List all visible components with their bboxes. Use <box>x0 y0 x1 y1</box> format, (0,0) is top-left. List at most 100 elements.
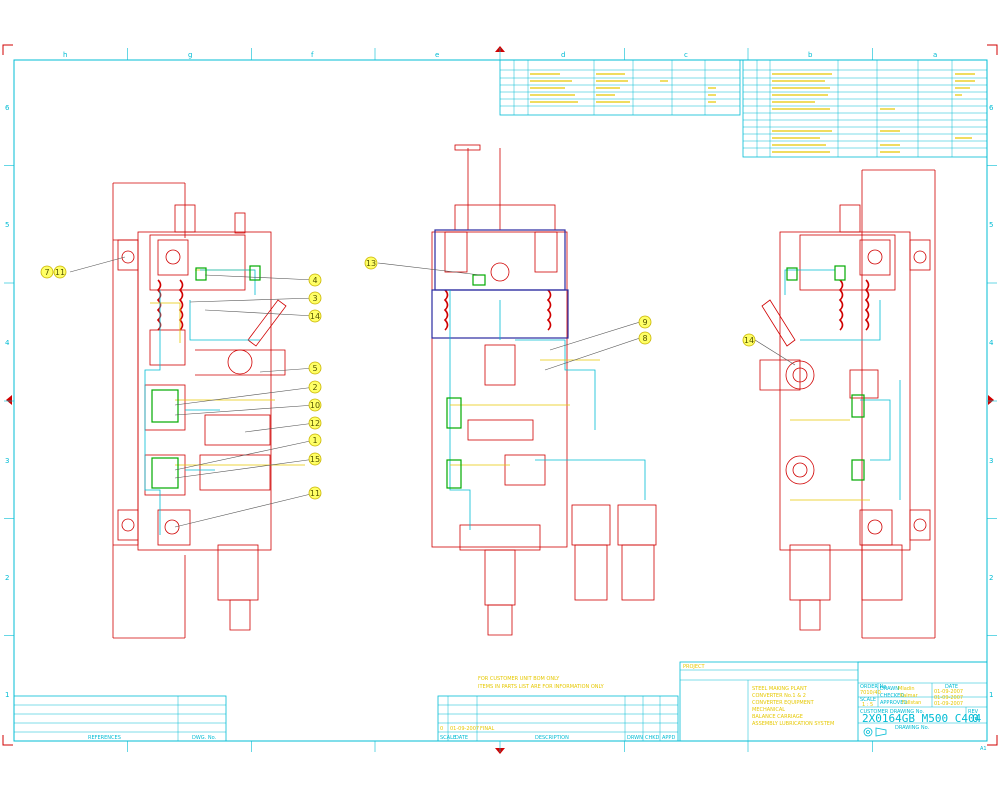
zone-marker-left-5: 5 <box>5 221 9 229</box>
order-value: 7010/40 <box>860 690 881 696</box>
svg-text:2: 2 <box>312 383 317 392</box>
drawn-label: DRAWN <box>880 686 899 692</box>
zone-marker-left-1: 1 <box>5 691 9 699</box>
parts-list-right <box>742 59 988 158</box>
balloon-12: 12 <box>308 416 322 430</box>
drawing-no-label: DRAWING No. <box>895 725 930 731</box>
references-block: REFERENCES DWG. No. <box>13 695 227 742</box>
balloon-15: 15 <box>308 452 322 466</box>
approved-by: Fullstan <box>902 700 921 706</box>
zone-marker-right-3: 3 <box>989 457 993 465</box>
rev-label: REV <box>968 709 979 715</box>
svg-text:12: 12 <box>310 419 320 428</box>
svg-text:11: 11 <box>310 489 320 498</box>
svg-text:13: 13 <box>366 259 376 268</box>
date-drawn: 01-09-2007 <box>934 689 963 695</box>
note-line-1: FOR CUSTOMER UNIT BOM ONLY <box>478 676 560 682</box>
rev-value: 0 <box>972 712 979 725</box>
balloon-7: 7 <box>40 265 54 279</box>
rev-date-label: DATE <box>455 735 468 741</box>
svg-text:10: 10 <box>310 401 320 410</box>
zone-marker-right-4: 4 <box>989 339 994 347</box>
balloon-callouts: 7 11 4 3 14 5 2 10 12 1 15 11 13 9 8 14 <box>40 256 756 500</box>
zone-marker-right-1: 1 <box>989 691 993 699</box>
projection-symbol-icon <box>863 727 887 737</box>
zone-marker-h: h <box>63 51 67 59</box>
parts-list-left <box>499 59 741 116</box>
revision-block: 0 01-09-2007 FINAL SCALE DATE DESCRIPTIO… <box>437 695 679 742</box>
svg-text:14: 14 <box>310 312 320 321</box>
zone-marker-left-4: 4 <box>5 339 10 347</box>
title-line-2: CONVERTER No.1 & 2 <box>752 693 806 699</box>
title-box-label: PROJECT <box>683 664 706 670</box>
drawing-number: 2X0164GB M500 C404 <box>862 712 982 725</box>
front-view <box>377 144 657 636</box>
svg-text:5: 5 <box>312 364 317 373</box>
title-line-5: BALANCE CARRIAGE <box>752 714 803 720</box>
svg-text:8: 8 <box>642 334 647 343</box>
balloon-4: 4 <box>308 273 322 287</box>
rev-scale-label: SCALE <box>440 735 456 741</box>
rev-description: FINAL <box>480 726 495 732</box>
left-view <box>69 182 316 639</box>
sheet-size: A1 <box>980 746 987 752</box>
svg-text:15: 15 <box>310 455 320 464</box>
references-heading: REFERENCES <box>88 735 121 741</box>
rev-number: 0 <box>440 726 443 732</box>
zone-marker-b: b <box>808 51 813 59</box>
svg-text:14: 14 <box>744 336 754 345</box>
balloon-2: 2 <box>308 380 322 394</box>
balloon-3: 3 <box>308 291 322 305</box>
balloon-9: 9 <box>638 315 652 329</box>
zone-marker-d: d <box>561 51 565 59</box>
zone-marker-f: f <box>311 51 314 59</box>
title-line-3: CONVERTER EQUIPMENT <box>752 700 815 706</box>
scale-value: 1 : 5 <box>862 702 873 708</box>
dwg-no-label: DWG. No. <box>192 735 217 741</box>
rev-approved-label: APPD <box>662 735 675 741</box>
balloon-1: 1 <box>308 433 322 447</box>
zone-marker-c: c <box>684 51 688 59</box>
title-line-6: ASSEMBLY LUBRICATION SYSTEM <box>752 721 834 727</box>
zone-marker-right-6: 6 <box>989 104 994 112</box>
customer-drawing-label: CUSTOMER DRAWING No. <box>860 709 924 715</box>
balloon-13: 13 <box>364 256 378 270</box>
balloon-11: 11 <box>308 486 322 500</box>
checked-by: Kalmar <box>900 693 919 699</box>
svg-text:1: 1 <box>312 436 317 445</box>
zone-marker-right-2: 2 <box>989 574 993 582</box>
zone-marker-right-5: 5 <box>989 221 993 229</box>
drawn-by: Mladin <box>898 686 915 692</box>
note-line-2: ITEMS IN PARTS LIST ARE FOR INFORMATION … <box>478 684 605 690</box>
rear-view <box>754 169 936 639</box>
balloon-8: 8 <box>638 331 652 345</box>
svg-text:4: 4 <box>312 276 317 285</box>
drawing-frame <box>13 59 988 742</box>
scale-label: SCALE <box>860 697 876 703</box>
zone-marker-left-2: 2 <box>5 574 9 582</box>
order-label: ORDER No. <box>860 684 888 690</box>
corner-marks <box>2 44 998 746</box>
zone-marker-g: g <box>188 51 192 59</box>
svg-text:3: 3 <box>312 294 317 303</box>
rev-date: 01-09-2007 <box>450 726 479 732</box>
balloon-5: 5 <box>308 361 322 375</box>
rev-checked-label: CHKD <box>645 735 660 741</box>
balloon-10: 10 <box>308 398 322 412</box>
balloon-14: 14 <box>742 333 756 347</box>
balloon-14: 14 <box>308 309 322 323</box>
title-line-4: MECHANICAL <box>752 707 785 713</box>
date-approved: 01-09-2007 <box>934 701 963 707</box>
approved-label: APPROVED <box>880 700 907 706</box>
title-block: PROJECT STEEL MAKING PLANT CONVERTER No.… <box>679 661 988 752</box>
date-checked: 01-09-2007 <box>934 695 963 701</box>
zone-marker-a: a <box>933 51 937 59</box>
svg-text:7: 7 <box>44 268 49 277</box>
date-label: DATE <box>945 684 958 690</box>
title-line-1: STEEL MAKING PLANT <box>752 686 808 692</box>
checked-label: CHECKED <box>880 693 904 699</box>
svg-text:11: 11 <box>55 268 65 277</box>
